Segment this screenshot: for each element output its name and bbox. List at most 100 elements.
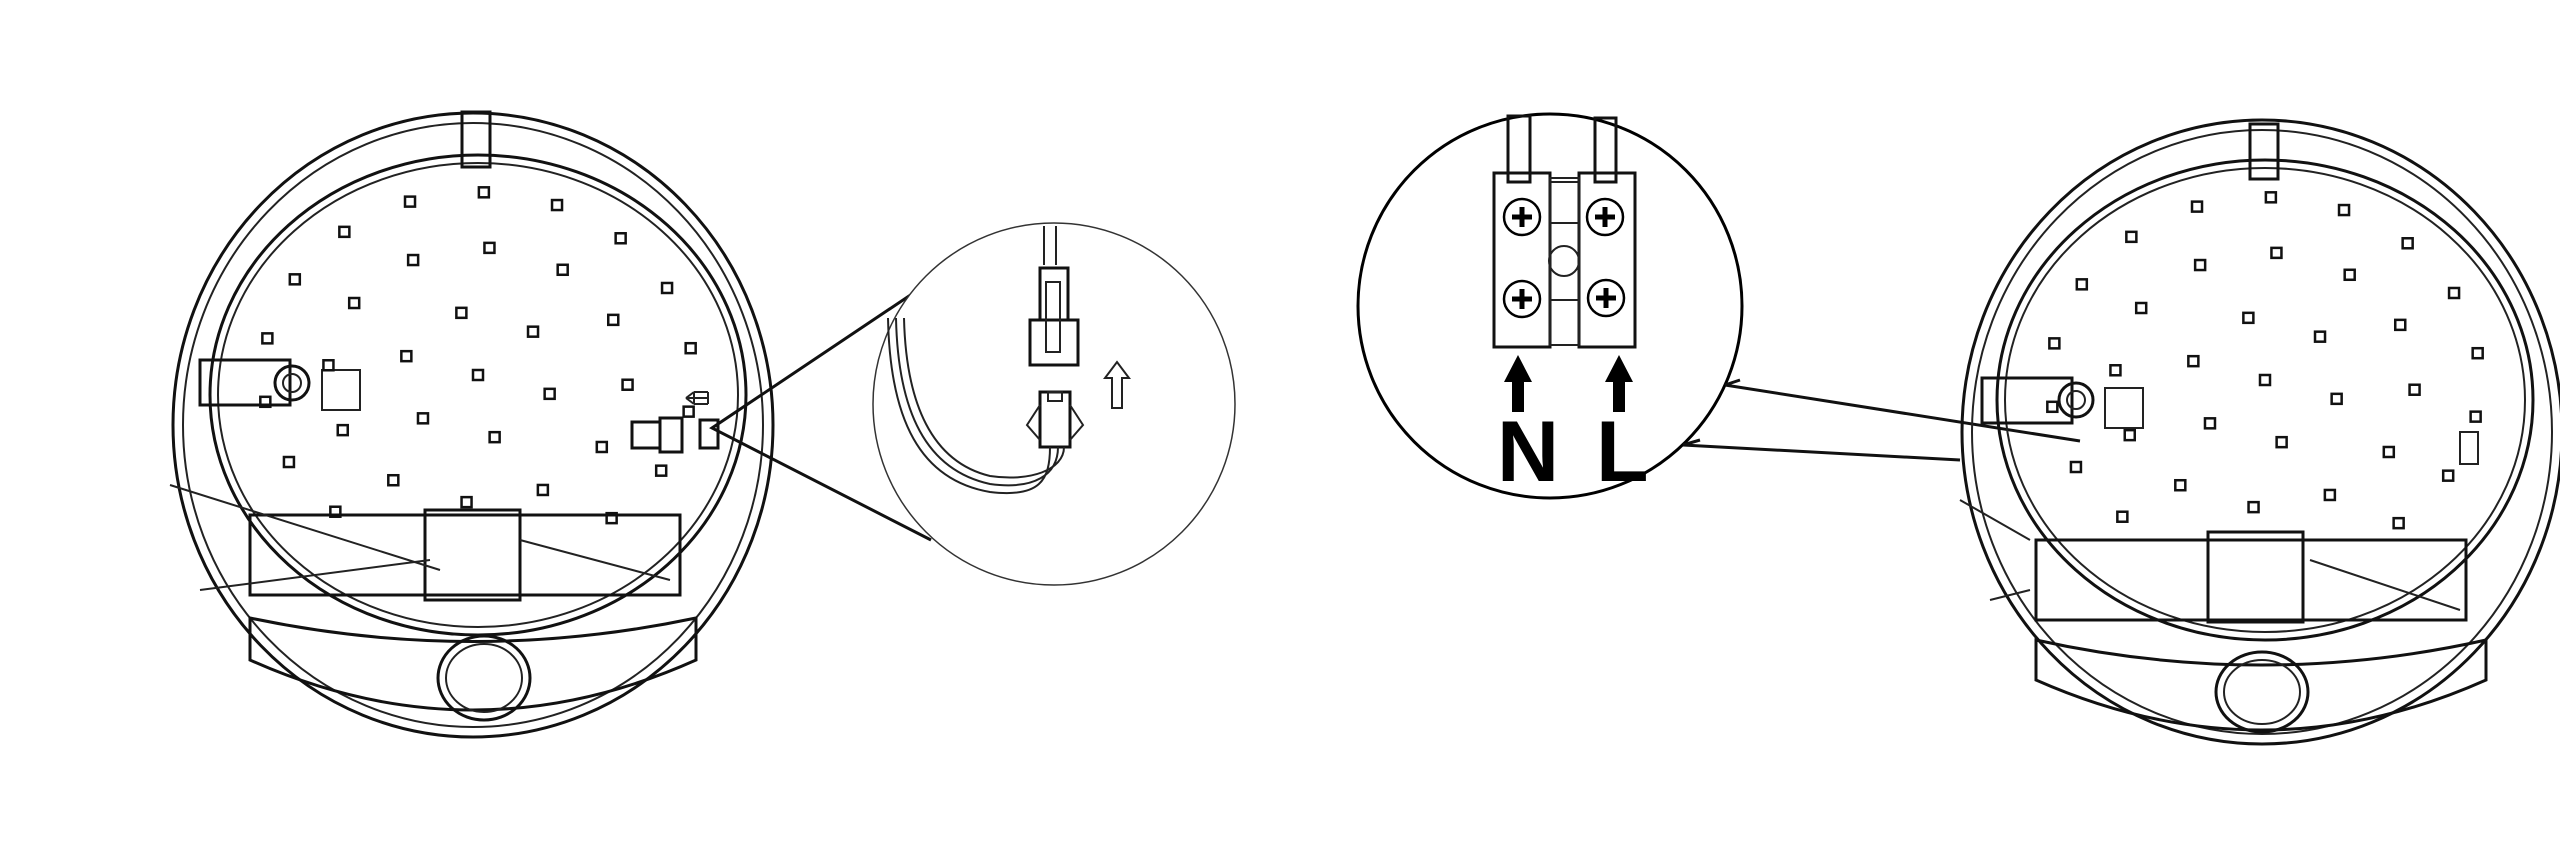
- connector-callout: [709, 222, 1236, 586]
- led-chip: [403, 195, 417, 208]
- arrow-left-icon: [685, 391, 709, 405]
- left-terminal-block: [423, 508, 522, 602]
- led-chip: [406, 253, 420, 267]
- led-chip: [2275, 435, 2288, 449]
- led-chip: [347, 296, 361, 310]
- left-bracket: [198, 358, 292, 407]
- led-chip: [2270, 246, 2283, 260]
- led-chip: [2134, 301, 2148, 315]
- led-chip: [2469, 410, 2482, 423]
- led-chip: [550, 198, 564, 212]
- led-chip: [336, 423, 350, 437]
- led-chip: [654, 464, 668, 477]
- live-wire: [1593, 116, 1618, 184]
- led-chip: [2393, 318, 2407, 332]
- led-chip: [2247, 500, 2260, 514]
- top-clip: [460, 110, 492, 169]
- left-led-array: [259, 186, 697, 525]
- led-chip: [2471, 346, 2484, 360]
- led-chip: [606, 313, 620, 327]
- led-chip: [614, 232, 627, 245]
- led-chip: [2075, 278, 2089, 291]
- led-chip: [477, 186, 491, 199]
- led-chip: [2343, 268, 2356, 282]
- led-chip: [460, 495, 473, 509]
- live-label: L: [1596, 404, 1649, 500]
- led-chip: [455, 306, 468, 320]
- terminal-screws: [1502, 197, 1626, 319]
- led-chip: [595, 440, 609, 454]
- led-chip: [2313, 330, 2327, 343]
- left-connector: [630, 416, 720, 454]
- right-lamp-housing: [1959, 118, 2560, 746]
- screw-icon: [1502, 279, 1542, 319]
- screw-icon: [1502, 197, 1542, 237]
- led-chip: [2190, 200, 2204, 213]
- right-led-board: [1995, 158, 2535, 642]
- neutral-label: N: [1497, 404, 1559, 500]
- led-chip: [2323, 488, 2337, 502]
- led-chip: [2109, 364, 2122, 377]
- led-chip: [483, 241, 496, 255]
- left-sensor-cover: [248, 616, 698, 712]
- led-chip: [543, 387, 556, 401]
- led-chip: [684, 341, 697, 355]
- led-chip: [2392, 516, 2405, 530]
- connector-detail-circle: [872, 222, 1236, 586]
- terminal-callout: N L: [1356, 112, 2081, 500]
- led-chip: [2330, 392, 2343, 406]
- led-chip: [488, 430, 501, 444]
- arrow-up-icon: [1605, 355, 1633, 412]
- right-terminal-block: [2206, 530, 2305, 624]
- left-terminal-bay: [248, 513, 682, 597]
- led-chip: [338, 225, 351, 239]
- screw-icon: [1586, 278, 1626, 318]
- led-chip: [2046, 400, 2059, 414]
- led-chip: [2187, 354, 2200, 368]
- led-chip: [526, 325, 540, 338]
- led-chip: [2203, 417, 2217, 430]
- right-pir-sensor: [2214, 650, 2310, 734]
- center-hole: [1548, 245, 1580, 277]
- led-chip: [322, 359, 335, 372]
- led-chip: [2447, 286, 2461, 300]
- led-chip: [2048, 337, 2061, 350]
- led-chip: [387, 473, 400, 487]
- led-chip: [288, 273, 302, 286]
- led-chip: [2116, 510, 2129, 523]
- led-chip: [2382, 445, 2396, 459]
- led-chip: [2258, 373, 2272, 387]
- left-lamp-housing: [169, 110, 775, 739]
- led-chip: [2441, 469, 2455, 482]
- led-chip: [2123, 428, 2137, 442]
- led-chip: [2242, 311, 2255, 325]
- right-led-array: [2046, 191, 2484, 530]
- led-chip: [605, 511, 618, 525]
- led-chip: [400, 349, 413, 363]
- led-chip: [556, 263, 569, 277]
- led-chip: [259, 395, 272, 409]
- led-chip: [2264, 191, 2278, 204]
- led-chip: [682, 405, 695, 418]
- led-chip: [2069, 460, 2083, 474]
- arrow-up-icon: [1103, 360, 1131, 409]
- led-chip: [2337, 203, 2351, 217]
- left-pir-sensor: [436, 634, 532, 722]
- led-chip: [2193, 258, 2207, 272]
- screw-icon: [1585, 197, 1625, 237]
- led-chip: [329, 505, 342, 518]
- arrow-up-icon: [1504, 355, 1532, 412]
- led-chip: [2408, 383, 2421, 396]
- led-chip: [660, 281, 674, 295]
- neutral-wire: [1506, 114, 1532, 184]
- led-chip: [471, 368, 485, 382]
- led-chip: [416, 412, 430, 425]
- led-chip: [536, 483, 550, 497]
- led-chip: [2174, 478, 2187, 492]
- led-chip: [282, 455, 296, 469]
- led-chip: [2401, 237, 2414, 250]
- led-chip: [621, 378, 634, 391]
- led-chip: [261, 332, 274, 345]
- led-chip: [2125, 230, 2138, 244]
